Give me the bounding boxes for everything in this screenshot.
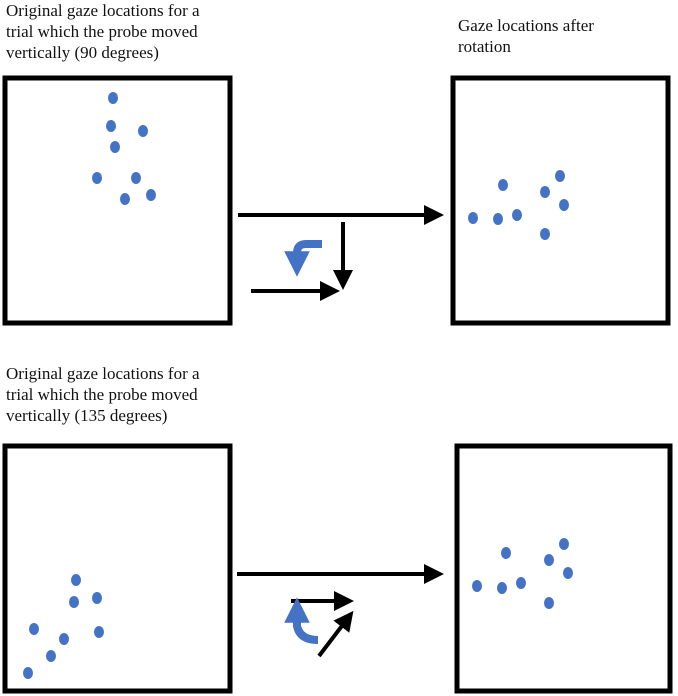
- gaze-dot: [472, 580, 482, 592]
- gaze-dot: [501, 547, 511, 559]
- gaze-dot: [106, 120, 116, 132]
- gaze-dot: [69, 596, 79, 608]
- gaze-dot: [92, 172, 102, 184]
- probe-direction-arrow: [317, 610, 354, 658]
- gaze-dot: [120, 193, 130, 205]
- gaze-dot: [23, 667, 33, 679]
- gaze-dot: [46, 650, 56, 662]
- gaze-dot: [71, 574, 81, 586]
- gaze-dot: [92, 592, 102, 604]
- gaze-dot: [94, 626, 104, 638]
- gaze-dot: [59, 633, 69, 645]
- gaze-dot: [555, 170, 565, 182]
- gaze-dot: [540, 186, 550, 198]
- gaze-dot: [131, 172, 141, 184]
- dots-bottom-rotated: [472, 538, 573, 609]
- gaze-dot: [540, 228, 550, 240]
- gaze-dot: [544, 554, 554, 566]
- gaze-dot: [498, 179, 508, 191]
- gaze-dot: [110, 141, 120, 153]
- gaze-dot: [516, 577, 526, 589]
- panel-bottom-rotated: [454, 443, 673, 694]
- dots-bottom-original: [23, 574, 104, 679]
- gaze-dot: [512, 209, 522, 221]
- caption-top-rotated: Gaze locations after rotation: [458, 16, 594, 56]
- gaze-dot: [559, 199, 569, 211]
- caption-top-original: Original gaze locations for a trial whic…: [6, 1, 200, 62]
- rotation-inset-top: [251, 222, 353, 301]
- gaze-dot: [563, 567, 573, 579]
- gaze-dot: [493, 213, 503, 225]
- gaze-dot: [468, 212, 478, 224]
- gaze-dot: [108, 92, 118, 104]
- caption-bottom-original: Original gaze locations for a trial whic…: [6, 364, 200, 425]
- dots-top-original: [92, 92, 156, 205]
- panel-bottom-original: [2, 443, 233, 694]
- gaze-dot: [146, 189, 156, 201]
- rotation-curve-icon: [284, 597, 319, 644]
- gaze-dot: [544, 597, 554, 609]
- rotation-curve-icon: [284, 240, 322, 277]
- gaze-dot: [29, 623, 39, 635]
- dots-top-rotated: [468, 170, 569, 240]
- rotation-inset-bottom: [284, 591, 354, 658]
- gaze-dot: [559, 538, 569, 550]
- gaze-dot: [497, 582, 507, 594]
- gaze-dot: [138, 125, 148, 137]
- panel-top-original: [2, 75, 233, 326]
- panel-top-rotated: [450, 75, 671, 326]
